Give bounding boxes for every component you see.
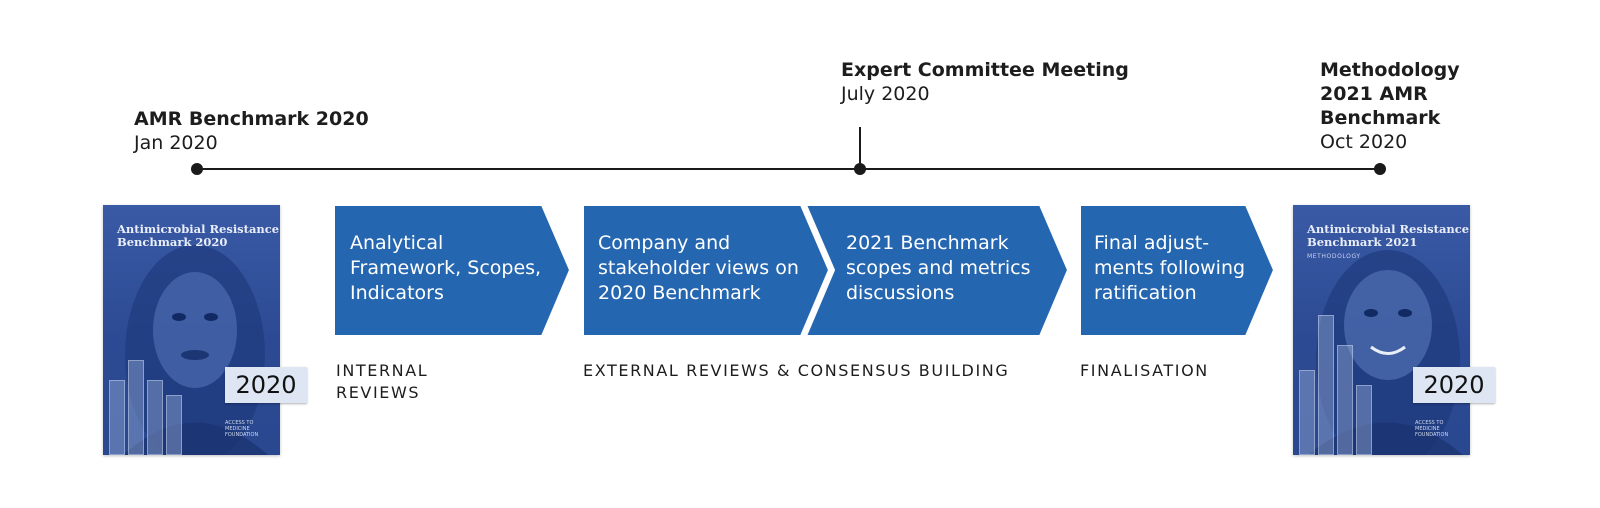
- step-line: 2020 Benchmark: [598, 282, 761, 304]
- timeline-dot-start: [191, 163, 203, 175]
- chevron-step-4-text: Final adjust- ments following ratificati…: [1094, 231, 1245, 306]
- chevron-step-3-text: 2021 Benchmark scopes and metrics discus…: [846, 231, 1031, 306]
- cover-bar: [1318, 315, 1334, 455]
- milestone-july-2020: Expert Committee Meeting July 2020: [841, 58, 1129, 106]
- step-line: 2021 Benchmark: [846, 232, 1009, 254]
- milestone-title-line: 2021 AMR: [1320, 83, 1428, 105]
- step-line: Final adjust-: [1094, 232, 1210, 254]
- milestone-title: Expert Committee Meeting: [841, 59, 1129, 81]
- cover-bar: [1356, 385, 1372, 455]
- phase-finalisation: FINALISATION: [1080, 361, 1209, 380]
- year-badge: 2020: [225, 367, 307, 403]
- step-line: Indicators: [350, 282, 444, 304]
- timeline-dot-end: [1374, 163, 1386, 175]
- milestone-title-line: Benchmark: [1320, 107, 1441, 129]
- cover-title: Antimicrobial Resistance Benchmark 2021: [1307, 223, 1469, 249]
- cover-footer-line: MEDICINE: [225, 426, 250, 432]
- phase-external-reviews: EXTERNAL REVIEWS & CONSENSUS BUILDING: [583, 361, 1010, 380]
- cover-title-line: Antimicrobial Resistance: [1307, 222, 1470, 236]
- milestone-title: AMR Benchmark 2020: [134, 108, 369, 130]
- timeline-line: [196, 168, 1380, 170]
- cover-title-line: Benchmark 2021: [1307, 235, 1418, 249]
- cover-bar: [166, 395, 182, 455]
- step-line: stakeholder views on: [598, 257, 799, 279]
- cover-bar: [128, 360, 144, 455]
- cover-title-line: Antimicrobial Resistance: [117, 222, 280, 236]
- cover-footer-line: FOUNDATION: [225, 432, 259, 438]
- milestone-title-line: Methodology: [1320, 59, 1460, 81]
- portrait-illustration: [1308, 250, 1463, 455]
- milestone-jan-2020: AMR Benchmark 2020 Jan 2020: [134, 107, 369, 155]
- cover-bar: [1337, 345, 1353, 455]
- cover-footer-line: FOUNDATION: [1415, 432, 1449, 438]
- cover-footer: ACCESS TO MEDICINE FOUNDATION: [1415, 420, 1448, 438]
- step-line: Company and: [598, 232, 731, 254]
- timeline-tick: [859, 127, 861, 170]
- step-line: ments following: [1094, 257, 1246, 279]
- cover-bar: [147, 380, 163, 455]
- report-cover-2020: Antimicrobial Resistance Benchmark 2020 …: [103, 205, 280, 455]
- milestone-date: Oct 2020: [1320, 131, 1408, 153]
- cover-footer-line: MEDICINE: [1415, 426, 1440, 432]
- milestone-date: July 2020: [841, 83, 930, 105]
- chevron-step-3-shape: [804, 204, 1070, 337]
- cover-footer-line: ACCESS TO: [1415, 420, 1444, 426]
- chevron-step-1-shape: [333, 204, 572, 337]
- cover-subtitle: METHODOLOGY: [1307, 253, 1361, 260]
- phase-line: REVIEWS: [336, 383, 421, 402]
- cover-footer: ACCESS TO MEDICINE FOUNDATION: [225, 420, 258, 438]
- chevron-step-4-shape: [1079, 204, 1276, 337]
- year-badge: 2020: [1413, 367, 1495, 403]
- phase-internal-reviews: INTERNAL REVIEWS: [336, 360, 428, 404]
- cover-footer-line: ACCESS TO: [225, 420, 254, 426]
- step-line: ratification: [1094, 282, 1197, 304]
- report-cover-2021: Antimicrobial Resistance Benchmark 2021 …: [1293, 205, 1470, 455]
- chevron-step-2-shape: [582, 204, 831, 337]
- timeline-dot-mid: [854, 163, 866, 175]
- step-line: scopes and metrics: [846, 257, 1031, 279]
- milestone-date: Jan 2020: [134, 132, 218, 154]
- cover-bar: [109, 380, 125, 455]
- cover-bar: [1299, 370, 1315, 455]
- chevron-step-1-text: Analytical Framework, Scopes, Indicators: [350, 231, 541, 306]
- cover-title: Antimicrobial Resistance Benchmark 2020: [117, 223, 279, 249]
- chevron-step-2-text: Company and stakeholder views on 2020 Be…: [598, 231, 799, 306]
- step-line: discussions: [846, 282, 955, 304]
- step-line: Framework, Scopes,: [350, 257, 542, 279]
- step-line: Analytical: [350, 232, 444, 254]
- milestone-oct-2020: Methodology 2021 AMR Benchmark Oct 2020: [1320, 58, 1460, 154]
- phase-line: INTERNAL: [336, 361, 429, 380]
- cover-title-line: Benchmark 2020: [117, 235, 228, 249]
